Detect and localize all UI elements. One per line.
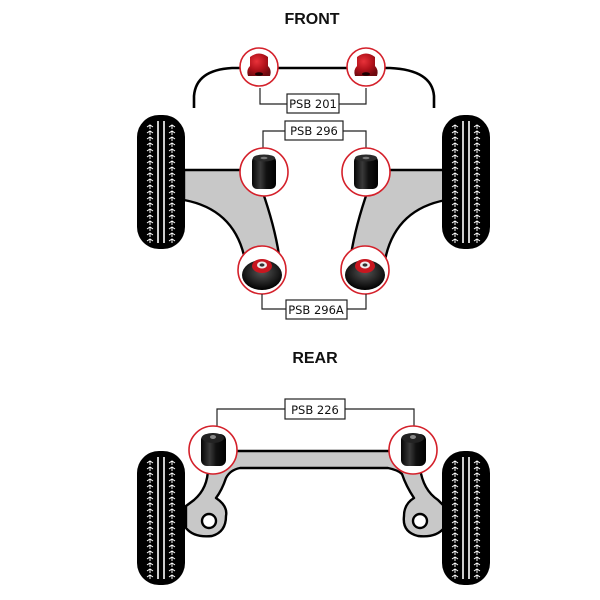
psb296a-label: PSB 296A <box>288 303 344 317</box>
front-section-title: FRONT <box>284 11 339 28</box>
dome-bush-icon <box>242 260 282 290</box>
psb296-right-callout <box>341 147 391 197</box>
black-bush-icon <box>354 156 378 189</box>
psb296a-left-callout <box>237 245 287 295</box>
rear-right-mount-hole <box>411 512 429 530</box>
psb201-label: PSB 201 <box>289 97 337 111</box>
psb226-label: PSB 226 <box>291 403 339 417</box>
psb296a-leader <box>261 294 367 310</box>
psb226-label-box <box>284 398 346 420</box>
psb201-left-callout <box>239 47 279 87</box>
black-bush-icon <box>252 156 276 189</box>
psb296a-right-callout <box>340 245 390 295</box>
front-anti-roll-bar <box>192 66 436 108</box>
psb296-label: PSB 296 <box>290 124 338 138</box>
psb296a-label-box <box>285 299 348 320</box>
red-bush-icon <box>354 53 378 76</box>
rear-left-mount-hole <box>200 512 218 530</box>
front-right-tyre <box>441 114 491 250</box>
rear-section-title: REAR <box>292 350 338 367</box>
psb296-label-box <box>284 120 344 141</box>
psb201-leader <box>259 88 367 105</box>
psb226-leader <box>216 408 415 428</box>
psb226-right-callout <box>388 425 438 475</box>
rear-left-tyre <box>136 450 186 586</box>
psb296-left-callout <box>239 147 289 197</box>
dome-bush-icon <box>345 260 385 290</box>
psb201-right-callout <box>346 47 386 87</box>
rear-right-tyre <box>441 450 491 586</box>
red-bush-icon <box>247 53 271 76</box>
psb201-label-box <box>286 93 340 114</box>
psb296-leader <box>262 130 367 148</box>
front-left-tyre <box>136 114 186 250</box>
psb226-left-callout <box>188 425 238 475</box>
